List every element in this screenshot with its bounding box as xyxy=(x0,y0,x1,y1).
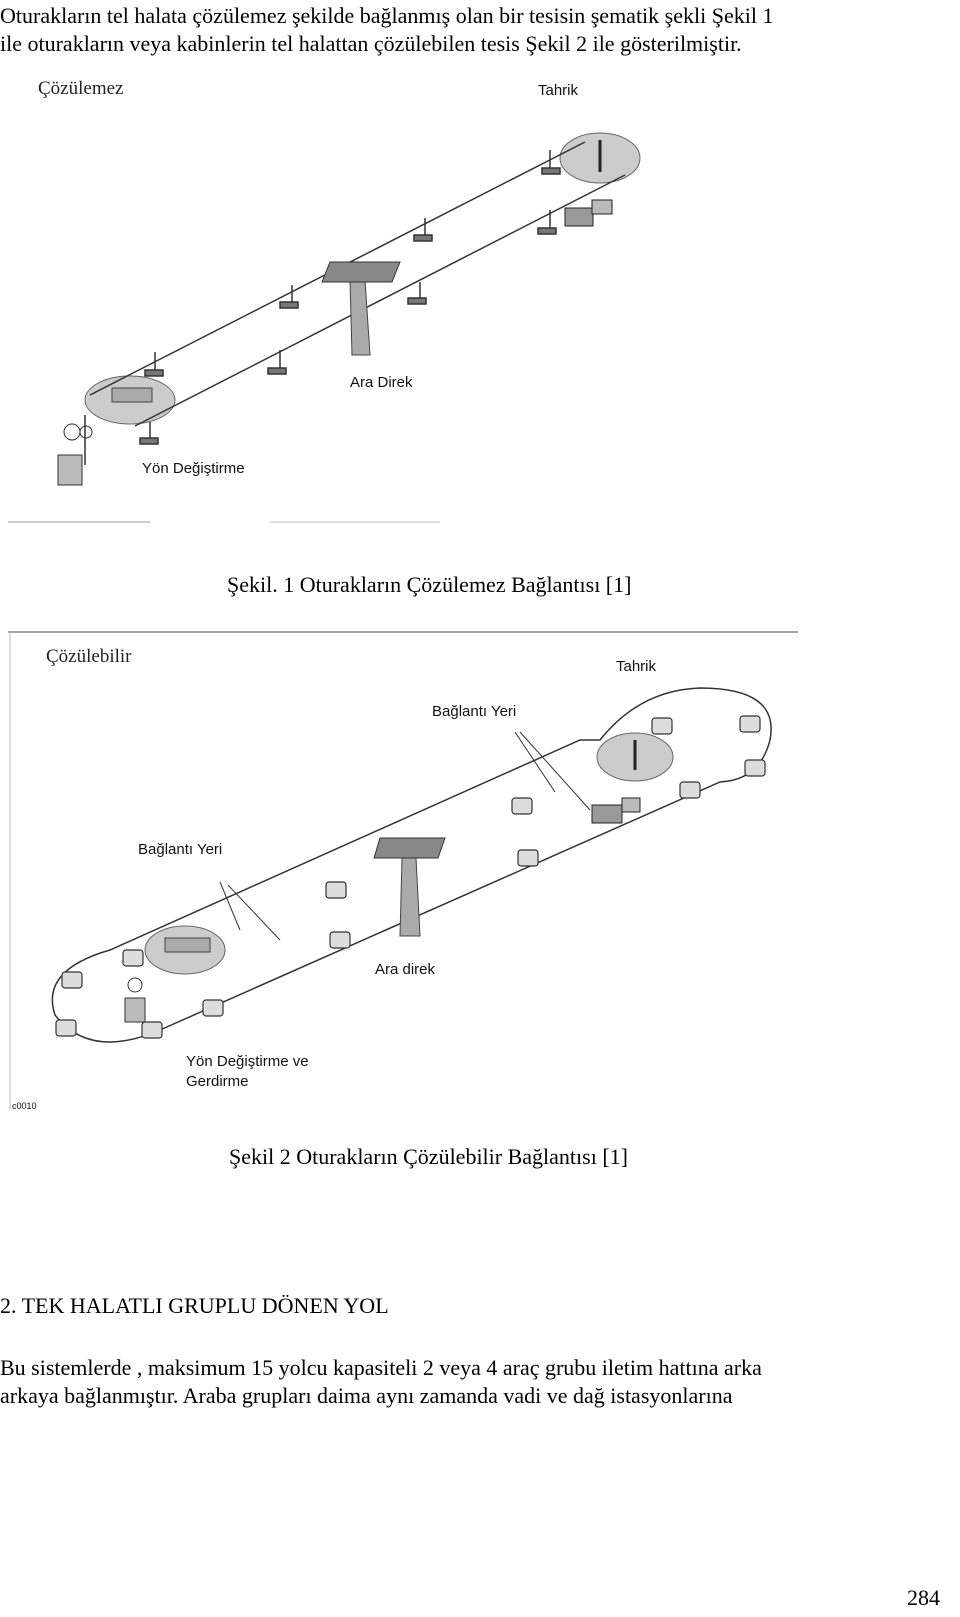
figure-2-return-label-line-2: Gerdirme xyxy=(186,1073,249,1090)
figure-2-return-label-line-1: Yön Değiştirme ve xyxy=(186,1053,309,1070)
section-line-1: Bu sistemlerde , maksimum 15 yolcu kapas… xyxy=(0,1355,762,1380)
figure-2-connection-top-label: Bağlantı Yeri xyxy=(432,703,517,720)
page-number: 284 xyxy=(907,1585,940,1610)
figure-1-caption: Şekil. 1 Oturakların Çözülemez Bağlantıs… xyxy=(227,572,632,597)
figure-2-drive-label: Tahrik xyxy=(616,658,657,675)
figure-1-drive-label: Tahrik xyxy=(538,82,579,99)
figure-2-caption: Şekil 2 Oturakların Çözülebilir Bağlantı… xyxy=(229,1144,628,1169)
figure-1-type-label: Çözülemez xyxy=(38,78,124,99)
intro-line-1: Oturakların tel halata çözülemez şekilde… xyxy=(0,3,774,28)
figure-2-diagram xyxy=(8,631,798,1110)
intro-paragraph: Oturakların tel halata çözülemez şekilde… xyxy=(0,2,955,58)
intro-line-2: ile oturakların veya kabinlerin tel hala… xyxy=(0,31,742,56)
section-line-2: arkaya bağlanmıştır. Araba grupları daim… xyxy=(0,1383,733,1408)
figure-2-pylon-label: Ara direk xyxy=(375,961,436,978)
figure-2-code-label: c0010 xyxy=(12,1101,37,1111)
figure-1-pylon-label: Ara Direk xyxy=(350,374,413,391)
figure-2-connection-left-label: Bağlantı Yeri xyxy=(138,841,223,858)
figure-2-type-label: Çözülebilir xyxy=(46,646,132,667)
figure-1-return-label: Yön Değiştirme xyxy=(142,460,245,477)
section-paragraph: Bu sistemlerde , maksimum 15 yolcu kapas… xyxy=(0,1354,955,1410)
section-heading: 2. TEK HALATLI GRUPLU DÖNEN YOL xyxy=(0,1293,389,1318)
figure-1-diagram xyxy=(8,132,641,523)
